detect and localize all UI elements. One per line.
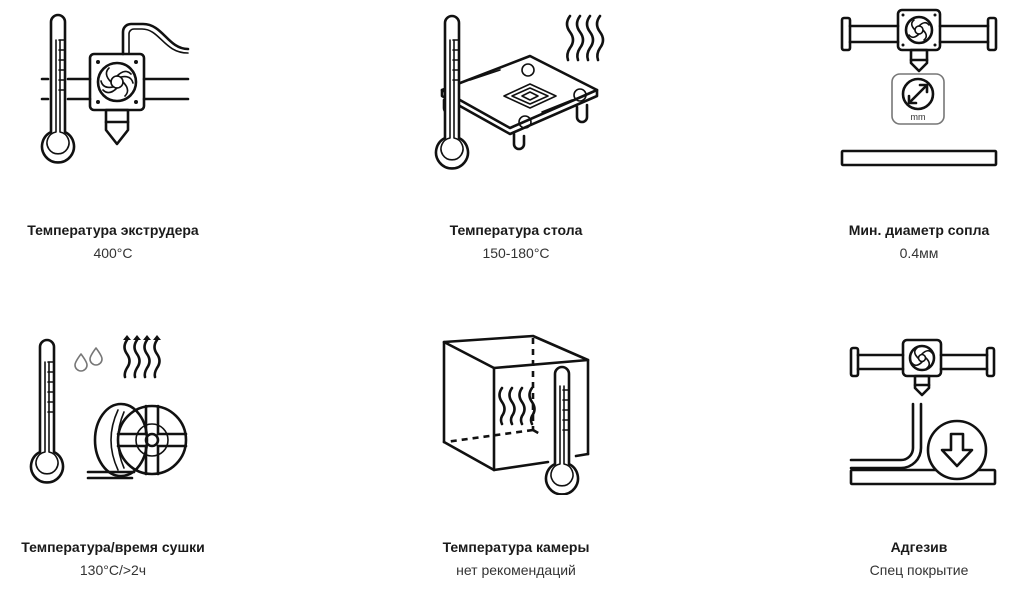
extruder-temperature-icon bbox=[28, 10, 208, 170]
drying-icon bbox=[26, 330, 206, 495]
spec-value: 130°C/>2ч bbox=[79, 562, 147, 578]
spec-value: Спец покрытие bbox=[869, 562, 969, 578]
bed-temperature-icon bbox=[432, 8, 612, 173]
spec-title: Температура экструдера bbox=[27, 222, 199, 238]
spec-title: Температура камеры bbox=[442, 539, 590, 555]
spec-title: Адгезив bbox=[890, 539, 948, 555]
spec-title: Температура/время сушки bbox=[21, 539, 205, 555]
adhesive-icon bbox=[845, 334, 1005, 494]
nozzle-diameter-icon: mm bbox=[836, 4, 1006, 174]
chamber-temperature-icon bbox=[438, 330, 608, 495]
svg-text:mm: mm bbox=[911, 112, 926, 122]
spec-value: 400°C bbox=[93, 245, 133, 261]
spec-value: нет рекомендаций bbox=[456, 562, 576, 578]
spec-value: 150-180°C bbox=[482, 245, 550, 261]
spec-title: Мин. диаметр сопла bbox=[848, 222, 990, 238]
spec-value: 0.4мм bbox=[899, 245, 939, 261]
spec-title: Температура стола bbox=[449, 222, 583, 238]
